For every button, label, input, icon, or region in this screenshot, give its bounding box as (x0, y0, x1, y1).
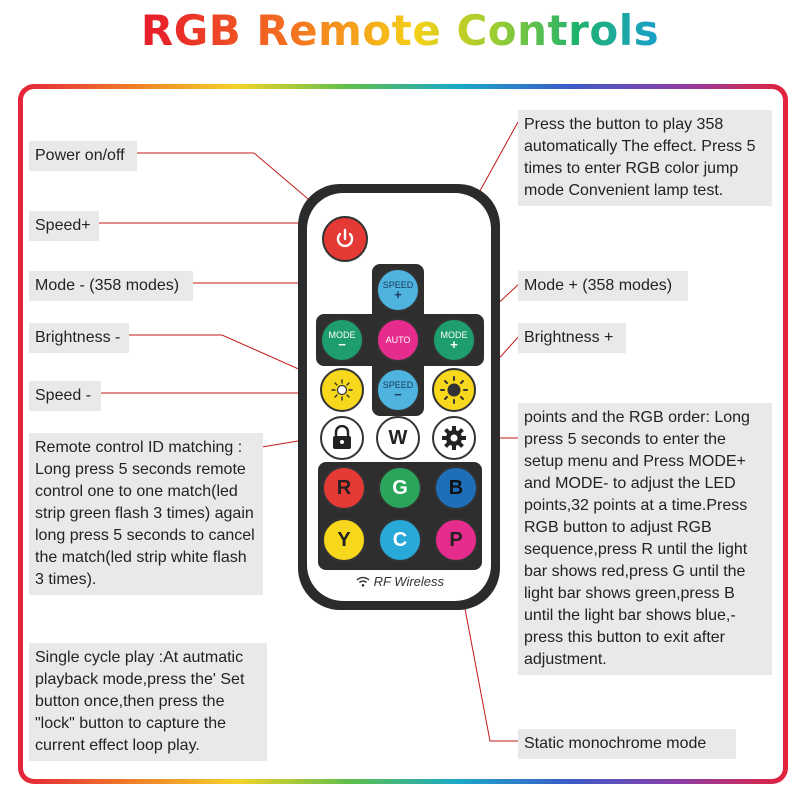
speed-plus-text: SPEED (382, 279, 414, 290)
speed-minus-button[interactable]: SPEED− (376, 368, 420, 412)
red-button[interactable]: R (322, 466, 366, 510)
yellow-label: Y (337, 528, 351, 551)
blue-label: B (448, 476, 464, 499)
brightness-minus-button[interactable] (320, 368, 364, 412)
rf-wireless-label: RF Wireless (340, 574, 460, 589)
auto-button[interactable]: AUTO (376, 318, 420, 362)
speed-plus-sign: + (394, 286, 402, 302)
pink-label: P (449, 528, 463, 551)
mode-plus-sign: + (450, 336, 458, 352)
label-setup: points and the RGB order: Long press 5 s… (518, 403, 772, 675)
label-brightness-plus: Brightness + (518, 323, 626, 353)
mode-minus-text: MODE (328, 329, 356, 340)
page-title: RGB Remote Controls (0, 6, 800, 55)
cyan-button[interactable]: C (378, 518, 422, 562)
green-button[interactable]: G (378, 466, 422, 510)
red-label: R (336, 476, 352, 499)
speed-plus-button[interactable]: SPEED+ (376, 268, 420, 312)
cyan-label: C (392, 528, 408, 551)
lock-icon (333, 425, 351, 449)
label-static: Static monochrome mode (518, 729, 736, 759)
label-remote-id: Remote control ID matching : Long press … (29, 433, 263, 595)
yellow-button[interactable]: Y (322, 518, 366, 562)
speed-minus-text: SPEED (382, 379, 414, 390)
wifi-icon (356, 576, 370, 587)
white-label: W (388, 426, 408, 449)
rf-wireless-text: RF Wireless (373, 574, 445, 589)
power-icon (336, 228, 354, 248)
sun-large-icon (440, 376, 468, 404)
label-brightness-minus: Brightness - (29, 323, 129, 353)
speed-minus-sign: − (394, 386, 402, 402)
mode-plus-button[interactable]: MODE+ (432, 318, 476, 362)
setup-button[interactable] (432, 416, 476, 460)
label-mode-plus: Mode + (358 modes) (518, 271, 688, 301)
label-speed-plus: Speed+ (29, 211, 99, 241)
label-single-cycle: Single cycle play :At autmatic playback … (29, 643, 267, 761)
label-power: Power on/off (29, 141, 137, 171)
sun-small-icon (331, 379, 353, 401)
gear-icon (442, 426, 466, 450)
mode-plus-text: MODE (440, 329, 468, 340)
green-label: G (392, 476, 408, 499)
white-button[interactable]: W (376, 416, 420, 460)
label-speed-minus: Speed - (29, 381, 101, 411)
label-mode-minus: Mode - (358 modes) (29, 271, 193, 301)
brightness-plus-button[interactable] (432, 368, 476, 412)
power-button[interactable] (322, 216, 368, 262)
auto-text: AUTO (385, 335, 411, 345)
lock-button[interactable] (320, 416, 364, 460)
mode-minus-button[interactable]: MODE− (320, 318, 364, 362)
label-auto: Press the button to play 358 automatical… (518, 110, 772, 206)
mode-minus-sign: − (338, 336, 346, 352)
pink-button[interactable]: P (434, 518, 478, 562)
blue-button[interactable]: B (434, 466, 478, 510)
